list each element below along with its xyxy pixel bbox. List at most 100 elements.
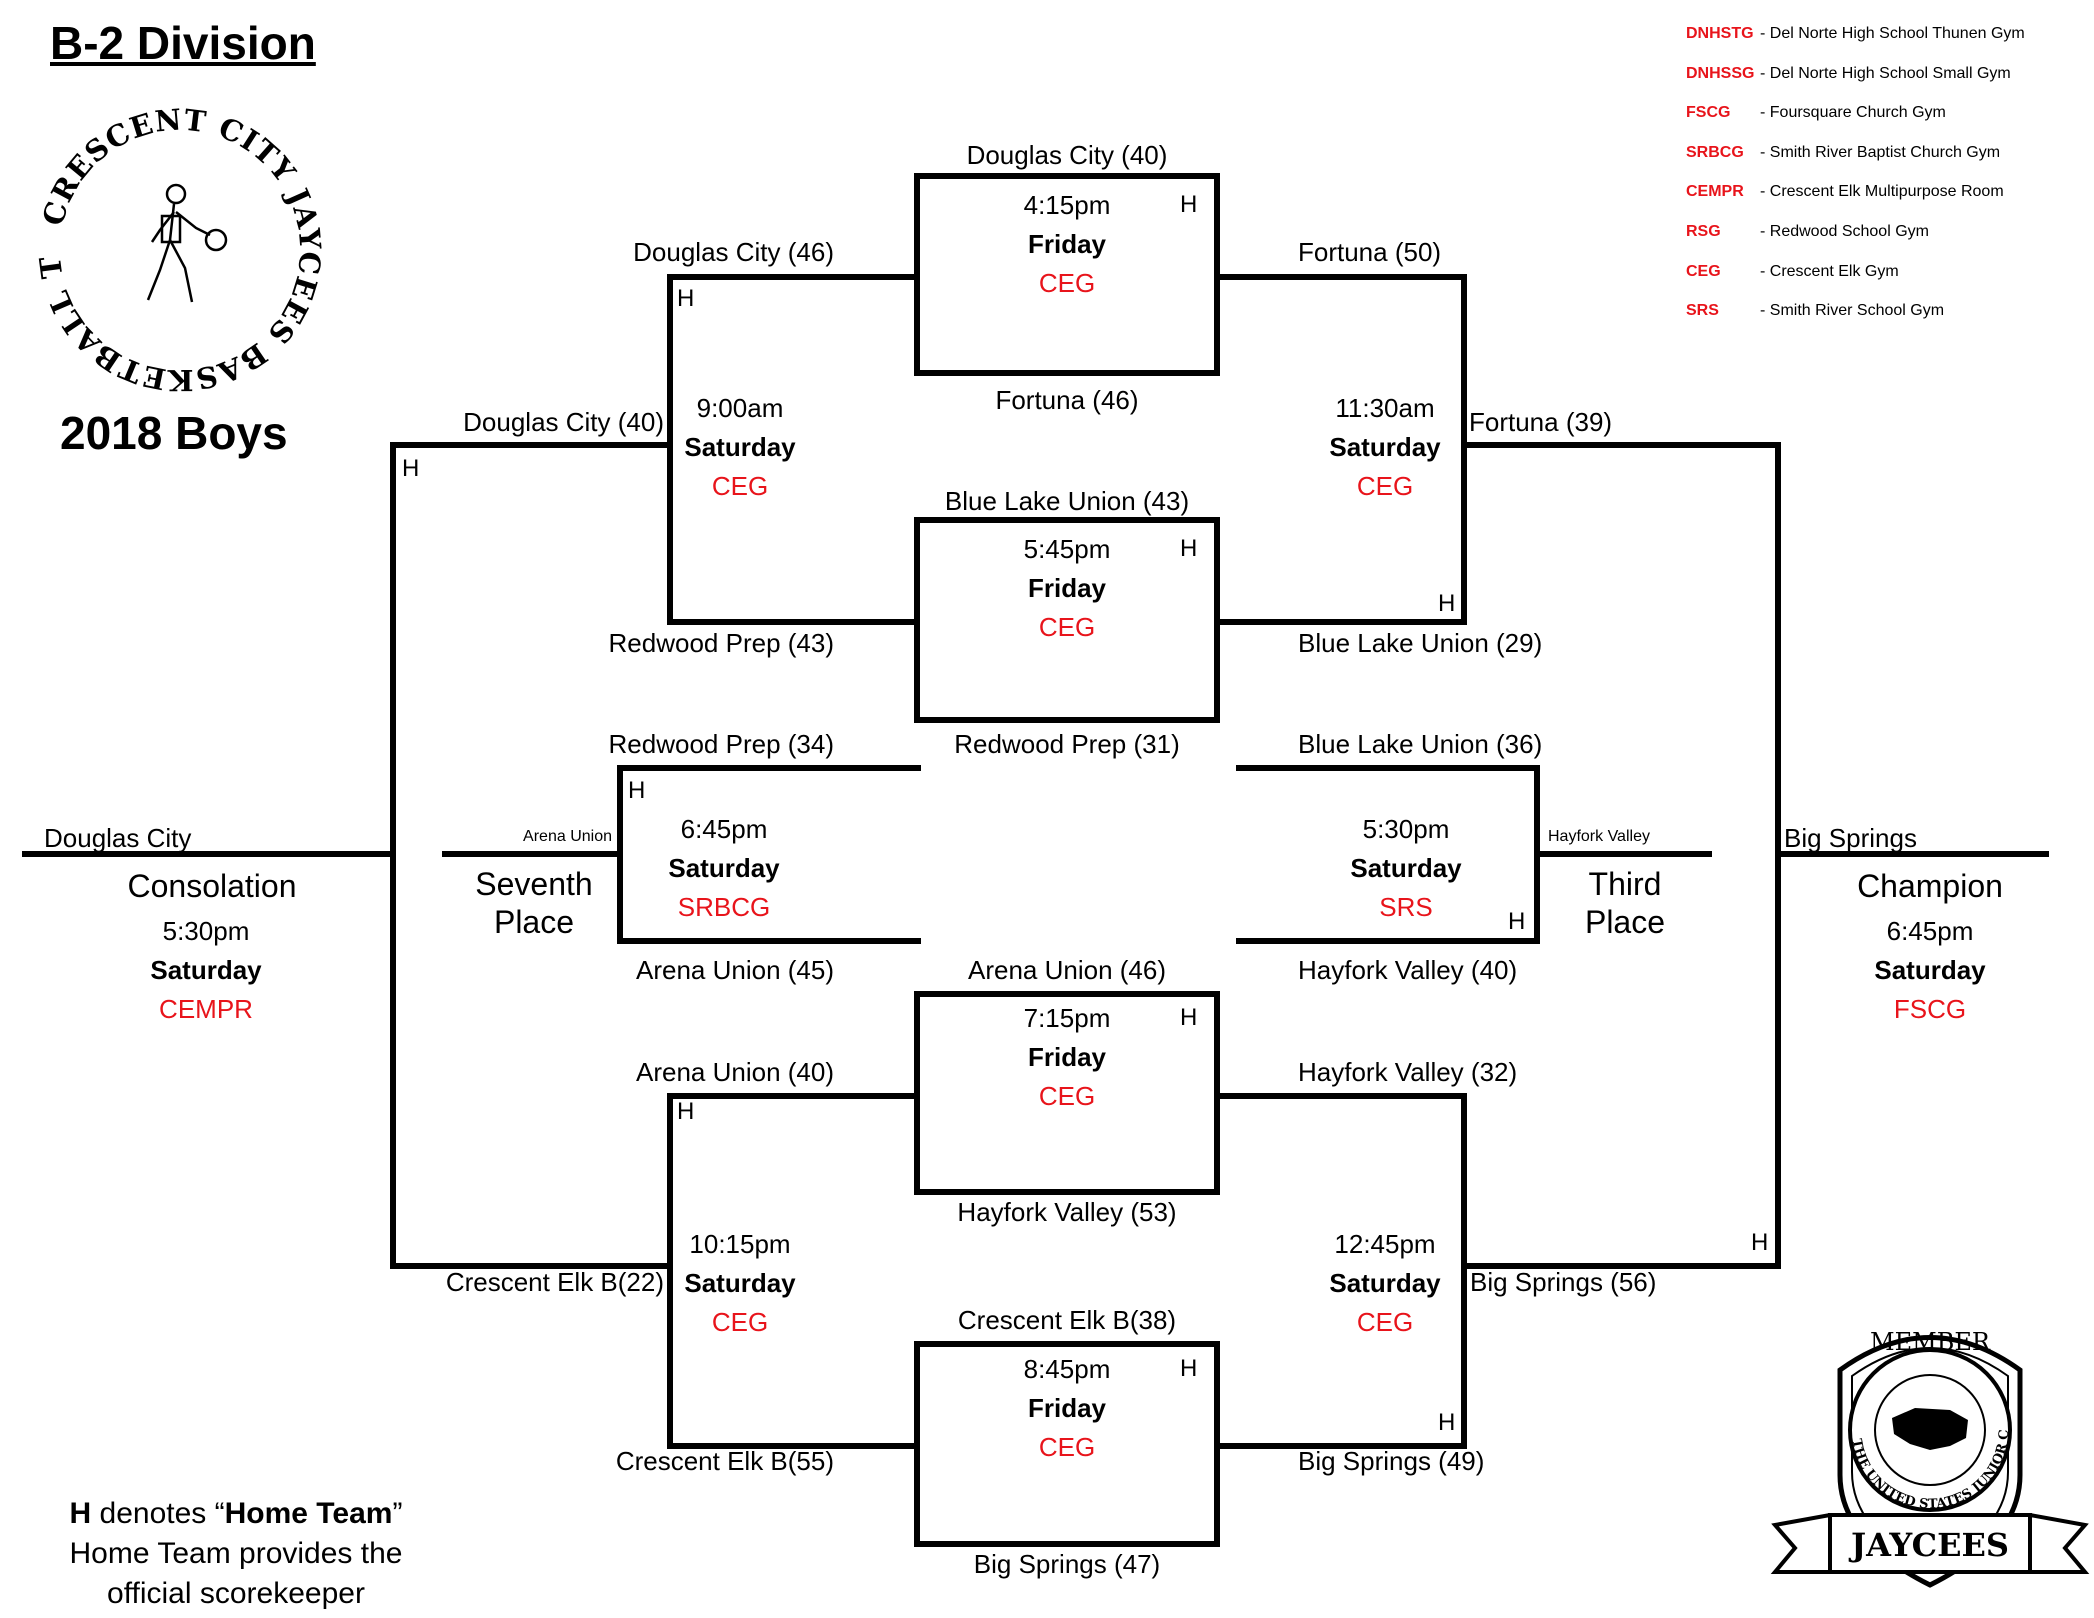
usa-map-icon: [1892, 1408, 1968, 1450]
g1-home-marker: H: [1180, 191, 1198, 218]
sf-left-top-lower-team: Redwood Prep (43): [608, 628, 834, 658]
sf-left-bot-vertical: [667, 1093, 673, 1449]
third-winner: Hayfork Valley: [1548, 828, 1650, 845]
champion-label: Champion: [1857, 868, 2003, 904]
consolation-venue: CEMPR: [159, 994, 253, 1024]
legend-code: DNHSSG: [1686, 64, 1755, 82]
seventh-bottom-arm: [617, 938, 921, 944]
g3-top-team: Arena Union (46): [968, 955, 1166, 985]
g4-bottom-team: Big Springs (47): [973, 1549, 1161, 1579]
legend-description: - Del Norte High School Thunen Gym: [1760, 25, 2025, 42]
tournament-logo: CRESCENT CITY JAYCEES BASKETBALL TOURNAM…: [20, 90, 326, 397]
seventh-home-marker: H: [628, 777, 646, 804]
sf-left-bot-upper-team: Arena Union (40): [636, 1057, 834, 1087]
sf-right-bot-upper-team: Hayfork Valley (32): [1298, 1057, 1518, 1087]
consolation-label: Consolation: [127, 868, 297, 904]
sf-right-top-day: Saturday: [1329, 432, 1441, 462]
g2-time: 5:45pm: [1023, 534, 1111, 564]
g2-bottom-team: Redwood Prep (31): [954, 729, 1180, 759]
g2-day: Friday: [1027, 573, 1107, 603]
consolation-lower-team: Crescent Elk B(22): [445, 1267, 664, 1297]
sf-left-bot-day: Saturday: [684, 1268, 796, 1298]
champion-day: Saturday: [1874, 955, 1986, 985]
player-icon: [146, 183, 228, 303]
sf-right-bot-venue: CEG: [1356, 1307, 1414, 1337]
sf-right-top-vertical: [1461, 274, 1467, 625]
seventh-time: 6:45pm: [680, 814, 768, 844]
third-time: 5:30pm: [1362, 814, 1450, 844]
g4-venue: CEG: [1038, 1432, 1096, 1462]
champion-winner-line: [1775, 851, 2049, 857]
third-day: Saturday: [1350, 853, 1462, 883]
legend-code: FSCG: [1686, 104, 1731, 122]
division-title: B-2 Division: [50, 17, 316, 69]
legend-code: DNHSTG: [1686, 25, 1754, 42]
sf-right-top-time: 11:30am: [1335, 393, 1435, 423]
sf-left-bot-home-marker: H: [677, 1098, 695, 1125]
legend-description: - Smith River School Gym: [1760, 302, 1945, 320]
connector: [667, 274, 917, 280]
sf-left-top-vertical: [667, 274, 673, 625]
connector: [1217, 1093, 1467, 1099]
sf-left-top-venue: CEG: [711, 471, 769, 501]
legend-description: - Del Norte High School Small Gym: [1760, 64, 2011, 82]
connector: [1217, 274, 1467, 280]
champion-bottom-arm: [1461, 1263, 1781, 1269]
g4-day: Friday: [1027, 1393, 1107, 1423]
g1-venue: CEG: [1038, 268, 1096, 298]
g2-home-marker: H: [1180, 535, 1198, 562]
champion-time: 6:45pm: [1886, 916, 1974, 946]
consolation-bottom-arm: [390, 1263, 673, 1269]
g1-bottom-team: Fortuna (46): [995, 385, 1139, 415]
g1-day: Friday: [1027, 229, 1107, 259]
sf-left-top-upper-team: Douglas City (46): [633, 237, 834, 267]
connector: [667, 1093, 917, 1099]
jaycees-member-badge: MEMBER THE UNITED STATES JUNIOR CHAMBER …: [1770, 1310, 2090, 1588]
sf-right-top-venue: CEG: [1356, 471, 1414, 501]
third-venue: SRS: [1379, 892, 1433, 922]
legend-code: SRS: [1686, 302, 1719, 320]
consolation-home-marker: H: [402, 455, 420, 482]
legend-description: - Crescent Elk Multipurpose Room: [1760, 183, 2004, 201]
connector: [667, 1443, 917, 1449]
g1-time: 4:15pm: [1023, 190, 1111, 220]
sf-right-bot-lower-team: Big Springs (49): [1298, 1446, 1485, 1476]
third-bottom-arm: [1236, 938, 1540, 944]
g2-top-team: Blue Lake Union (43): [944, 486, 1190, 516]
third-home-marker: H: [1508, 908, 1526, 935]
legend-description: - Redwood School Gym: [1760, 223, 1929, 240]
champion-upper-team: Fortuna (39): [1469, 407, 1613, 437]
connector: [1217, 619, 1467, 625]
home-team-note-line2: Home Team provides the: [69, 1537, 403, 1570]
logo-ring-text: CRESCENT CITY JAYCEES BASKETBALL TOURNAM…: [20, 90, 326, 397]
connector: [667, 619, 917, 625]
champion-top-arm: [1461, 442, 1781, 448]
g2-venue: CEG: [1038, 612, 1096, 642]
sf-right-top-lower-team: Blue Lake Union (29): [1298, 628, 1543, 658]
seventh-winner: Arena Union: [523, 828, 612, 845]
seventh-upper-team: Redwood Prep (34): [608, 729, 834, 759]
sf-right-top-home-marker: H: [1438, 590, 1456, 617]
connector: [1217, 1443, 1467, 1449]
g4-time: 8:45pm: [1023, 1354, 1111, 1384]
sf-right-bot-day: Saturday: [1329, 1268, 1441, 1298]
sf-left-top-home-marker: H: [677, 285, 695, 312]
sf-left-bot-lower-team: Crescent Elk B(55): [615, 1446, 834, 1476]
seventh-lower-team: Arena Union (45): [636, 955, 834, 985]
consolation-top-arm: [390, 442, 673, 448]
sf-left-bot-time: 10:15pm: [689, 1229, 791, 1259]
sf-left-top-time: 9:00am: [696, 393, 784, 423]
g4-top-team: Crescent Elk B(38): [957, 1305, 1177, 1335]
g3-day: Friday: [1027, 1042, 1107, 1072]
legend-code: RSG: [1686, 223, 1721, 240]
sf-right-bot-time: 12:45pm: [1334, 1229, 1436, 1259]
third-upper-team: Blue Lake Union (36): [1298, 729, 1543, 759]
g3-home-marker: H: [1180, 1004, 1198, 1031]
g1-top-team: Douglas City (40): [966, 140, 1168, 170]
legend-description: - Crescent Elk Gym: [1760, 262, 1899, 280]
seventh-place-label: Seventh Place: [475, 866, 593, 941]
legend-description: - Smith River Baptist Church Gym: [1760, 143, 2001, 161]
home-team-note-line1: H denotes “Home Team”: [69, 1497, 403, 1530]
consolation-winner: Douglas City: [44, 823, 192, 853]
sf-right-bot-home-marker: H: [1438, 1409, 1456, 1436]
